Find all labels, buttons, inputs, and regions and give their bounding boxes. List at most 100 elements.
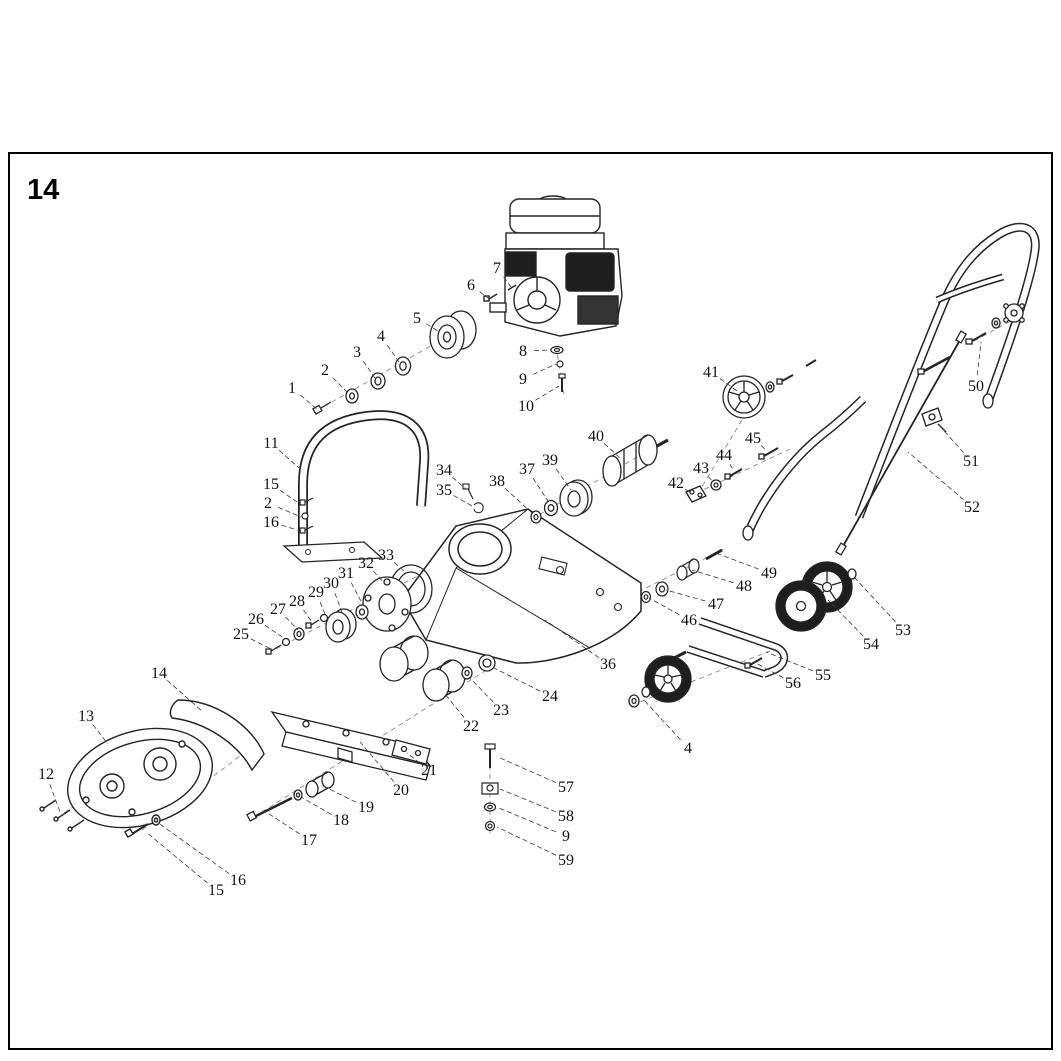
- ribbed-roller-pulley: [530, 434, 669, 524]
- part-label-33: 33: [378, 547, 394, 564]
- part-label-26: 26: [248, 611, 264, 628]
- clutch-pulley: [312, 310, 477, 415]
- leader-line-27: [285, 616, 299, 631]
- part-label-24: 24: [542, 688, 558, 705]
- leader-line-17: [265, 811, 301, 835]
- wheel-kit: [628, 561, 857, 708]
- leader-line-57: [497, 756, 557, 783]
- part-label-39: 39: [542, 452, 558, 469]
- part-label-35: 35: [436, 482, 452, 499]
- part-label-49: 49: [761, 565, 777, 582]
- leader-line-15: [145, 831, 208, 884]
- part-label-5: 5: [413, 310, 421, 327]
- leader-line-25: [250, 638, 272, 650]
- part-label-36: 36: [600, 656, 616, 673]
- part-label-37: 37: [519, 461, 535, 478]
- part-label-53: 53: [895, 622, 911, 639]
- part-label-51: 51: [963, 453, 979, 470]
- part-label-3: 3: [353, 344, 361, 361]
- part-label-6: 6: [467, 277, 475, 294]
- leader-line-15: [279, 489, 301, 505]
- leader-line-22: [443, 692, 465, 718]
- leader-line-37: [532, 477, 549, 502]
- leader-line-52: [907, 451, 964, 501]
- leader-line-39: [555, 468, 572, 491]
- leader-line-16: [156, 821, 230, 874]
- part-label-9: 9: [519, 371, 527, 388]
- leader-line-58: [499, 788, 556, 813]
- leader-line-46: [648, 597, 680, 616]
- lower-handle: [742, 395, 867, 541]
- handle-loop: [282, 410, 430, 563]
- part-label-40: 40: [588, 428, 604, 445]
- part-label-25: 25: [233, 626, 249, 643]
- part-label-46: 46: [681, 612, 697, 629]
- part-label-31: 31: [338, 565, 354, 582]
- part-label-1: 1: [288, 380, 296, 397]
- leader-line-9: [532, 363, 557, 375]
- part-label-41: 41: [703, 364, 719, 381]
- part-label-28: 28: [289, 593, 305, 610]
- part-label-57: 57: [558, 779, 574, 796]
- frame-bolt-set: [246, 771, 335, 822]
- leader-line-32: [373, 570, 386, 585]
- leader-line-47: [665, 589, 706, 602]
- part-label-4: 4: [377, 328, 385, 345]
- leader-line-23: [468, 676, 494, 703]
- leader-line-4: [642, 698, 681, 741]
- base-plate: [401, 483, 642, 664]
- part-label-16: 16: [263, 514, 279, 531]
- leader-line-28: [303, 609, 313, 623]
- bolt-1: [312, 404, 323, 415]
- part-label-30: 30: [323, 575, 339, 592]
- part-label-48: 48: [736, 578, 752, 595]
- leader-line-43: [707, 476, 714, 483]
- bolt-34: [462, 483, 470, 490]
- throttle-cable: [835, 330, 967, 556]
- part-label-18: 18: [333, 812, 349, 829]
- leader-line-19: [322, 785, 357, 803]
- leader-line-18: [300, 796, 332, 815]
- leader-line-24: [491, 666, 541, 692]
- part-label-9: 9: [562, 828, 570, 845]
- exciter-parts: [265, 564, 433, 655]
- leader-line-1: [300, 394, 319, 411]
- part-label-15: 15: [263, 476, 279, 493]
- part-label-22: 22: [463, 718, 479, 735]
- leader-line-30: [334, 593, 343, 613]
- leader-line-54: [827, 599, 864, 637]
- part-label-52: 52: [964, 499, 980, 516]
- leader-line-13: [92, 724, 109, 745]
- leader-line-5: [426, 323, 439, 332]
- part-label-8: 8: [519, 343, 527, 360]
- leader-line-55: [765, 651, 813, 672]
- part-label-38: 38: [489, 473, 505, 490]
- part-label-14: 14: [151, 665, 167, 682]
- leader-line-45: [760, 445, 768, 452]
- leader-line-56: [753, 661, 784, 679]
- leader-line-4: [386, 344, 400, 363]
- leader-line-40: [603, 443, 621, 459]
- leader-line-20: [359, 741, 395, 782]
- part-label-54: 54: [863, 636, 879, 653]
- leader-line-41: [719, 378, 738, 392]
- part-label-56: 56: [785, 675, 801, 692]
- leader-line-2: [277, 506, 302, 518]
- leader-line-50: [976, 341, 982, 376]
- part-label-13: 13: [78, 708, 94, 725]
- part-label-29: 29: [308, 584, 324, 601]
- leader-line-31: [350, 582, 363, 604]
- part-label-17: 17: [301, 832, 317, 849]
- leader-line-35: [453, 495, 473, 507]
- knob-hardware: [917, 303, 1025, 375]
- leader-line-11: [278, 450, 300, 469]
- leader-line-10: [535, 385, 560, 401]
- part-label-32: 32: [358, 555, 374, 572]
- spacer-set: [640, 548, 723, 604]
- part-label-20: 20: [393, 782, 409, 799]
- cover-bolts-12: [39, 799, 85, 832]
- clip-35: [473, 502, 484, 514]
- part-label-27: 27: [270, 601, 286, 618]
- leader-line-49: [715, 552, 759, 570]
